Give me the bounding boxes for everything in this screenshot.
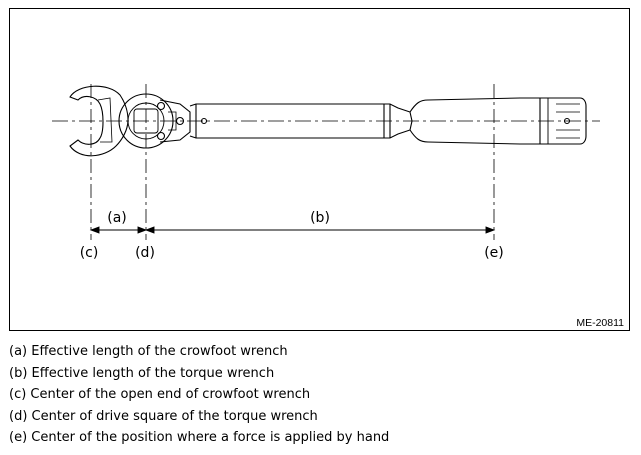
figure-frame [9, 8, 630, 331]
crowfoot-wrench [69, 85, 129, 157]
label-a: (a) [107, 210, 127, 226]
legend-item-b: (b) Effective length of the torque wrenc… [9, 365, 275, 381]
label-d: (d) [135, 245, 155, 261]
legend-item-e: (e) Center of the position where a force… [9, 430, 390, 445]
label-c: (c) [80, 245, 99, 261]
label-b: (b) [310, 210, 330, 226]
legend-item-c: (c) Center of the open end of crowfoot w… [9, 387, 311, 402]
legend-item-a: (a) Effective length of the crowfoot wre… [9, 344, 288, 359]
reference-lines [90, 84, 495, 240]
dimension-line-b [144, 226, 496, 234]
legend-list: (a) Effective length of the crowfoot wre… [9, 341, 389, 449]
label-e: (e) [484, 245, 504, 261]
figure-code: ME-20811 [576, 317, 624, 329]
dimension-line-a [89, 226, 148, 234]
legend-item-d: (d) Center of drive square of the torque… [9, 408, 318, 424]
